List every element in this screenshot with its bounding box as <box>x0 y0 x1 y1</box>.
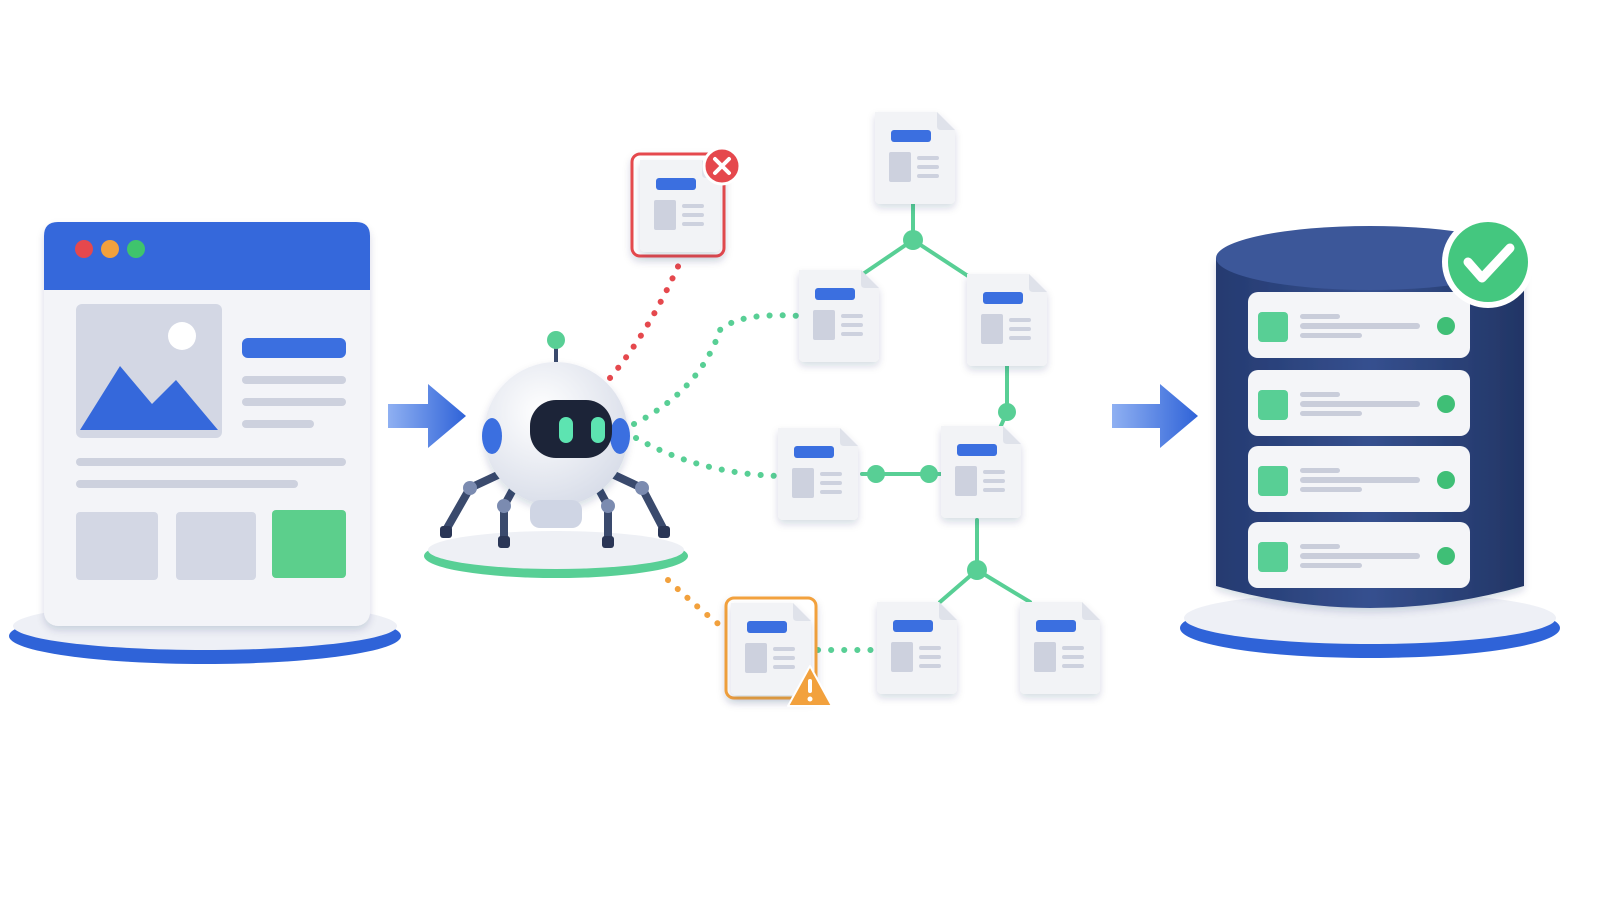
website-window <box>9 222 401 664</box>
flow-arrow-icon-2 <box>1112 384 1198 448</box>
database-icon <box>1180 216 1560 658</box>
database-row <box>1248 446 1470 512</box>
flow-arrow-icon <box>388 384 466 448</box>
document-node-warning <box>724 596 833 707</box>
image-placeholder-icon <box>76 304 222 438</box>
document-node-error <box>630 146 742 258</box>
error-x-icon <box>702 146 742 186</box>
window-dot-orange <box>101 240 119 258</box>
crawl-connectors <box>607 259 881 653</box>
window-dot-green <box>127 240 145 258</box>
database-row <box>1248 522 1470 588</box>
database-row <box>1248 292 1470 358</box>
checkmark-icon <box>1442 216 1534 308</box>
document-node-left <box>799 270 879 362</box>
database-row <box>1248 370 1470 436</box>
document-node-bottom-right <box>1020 602 1100 694</box>
document-node-bottom-mid <box>877 602 957 694</box>
document-node-mid-right <box>941 426 1021 518</box>
graph-junctions <box>867 230 1016 580</box>
spider-robot-icon <box>424 331 688 578</box>
document-node-right <box>967 274 1047 366</box>
warning-icon <box>787 665 833 707</box>
document-node-root <box>875 112 955 204</box>
window-dot-red <box>75 240 93 258</box>
graph-edges <box>858 198 1032 604</box>
document-node-mid-left <box>778 428 858 520</box>
